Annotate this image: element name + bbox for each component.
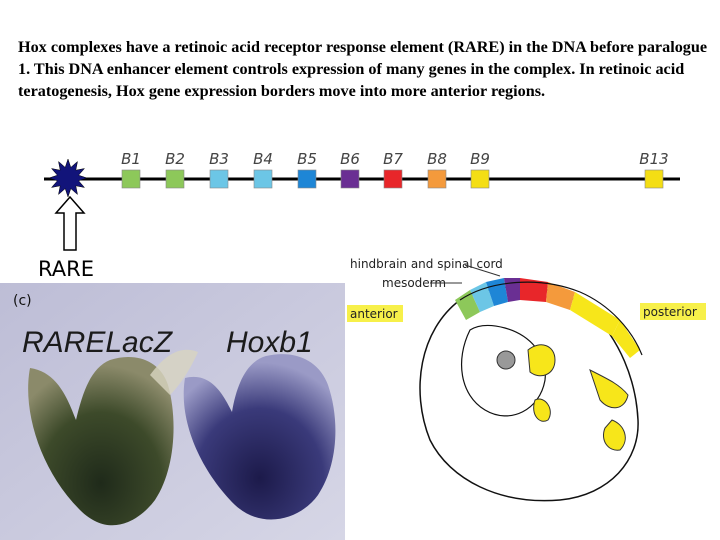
right-embryo-shape: [183, 354, 336, 520]
gene-box-b6: [340, 169, 360, 189]
panel-label: (c): [13, 293, 32, 309]
anterior-highlight: [347, 305, 403, 322]
gene-label-b3: B3: [209, 150, 229, 168]
hox-gene-cluster: B1 B2 B3 B4 B5 B6 B7 B8 B9 B13: [121, 150, 669, 189]
gene-box-b4: [253, 169, 273, 189]
gene-label-b2: B2: [165, 150, 185, 168]
gene-box-b1: [121, 169, 141, 189]
gene-label-b1: B1: [121, 150, 141, 168]
gene-label-b5: B5: [297, 150, 317, 168]
anterior-label: anterior: [350, 307, 398, 321]
gene-label-b9: B9: [470, 150, 490, 168]
hoxb1-label: Hoxb1: [226, 326, 313, 359]
gene-box-b5: [297, 169, 317, 189]
somite-band: [455, 278, 640, 358]
embryo-schematic: hindbrain and spinal cord mesoderm anter…: [347, 257, 706, 502]
gene-box-b7: [383, 169, 403, 189]
gene-label-b13: B13: [639, 150, 668, 168]
posterior-highlight: [640, 303, 706, 320]
gene-label-b6: B6: [340, 150, 360, 168]
gene-label-b8: B8: [427, 150, 447, 168]
gene-box-b9: [470, 169, 490, 189]
rarelacz-label: RARELacZ: [22, 326, 174, 359]
gene-box-b13: [644, 169, 664, 189]
gene-label-b4: B4: [253, 150, 273, 168]
gene-label-b7: B7: [383, 150, 403, 168]
gene-box-b3: [209, 169, 229, 189]
posterior-label: posterior: [643, 305, 697, 319]
hindbrain-label: hindbrain and spinal cord: [350, 257, 503, 271]
rare-arrow-icon: [54, 195, 86, 251]
gene-box-b2: [165, 169, 185, 189]
gene-box-b8: [427, 169, 447, 189]
caption-text: Hox complexes have a retinoic acid recep…: [18, 38, 708, 100]
rare-label: RARE: [38, 257, 94, 281]
rare-element-icon: [48, 158, 88, 198]
left-embryo-shape: [28, 357, 174, 526]
embryo-photo: (c) RARELacZ Hoxb1: [0, 283, 345, 540]
mesoderm-label: mesoderm: [382, 276, 446, 290]
